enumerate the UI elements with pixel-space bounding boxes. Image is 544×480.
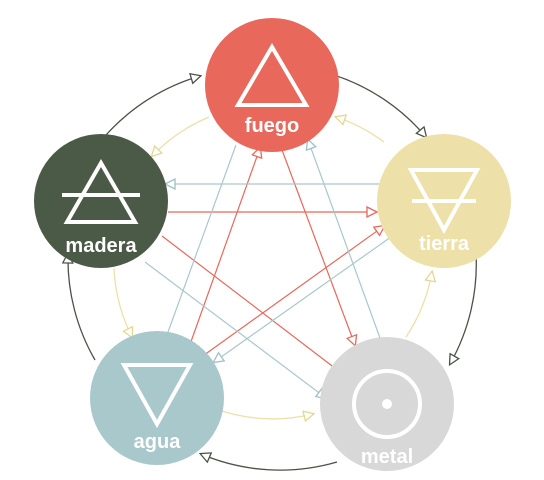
node-madera-label: madera	[65, 235, 137, 257]
node-fuego-circle	[205, 18, 339, 152]
edge-fuego-tierra	[333, 74, 426, 137]
node-agua-label: agua	[134, 431, 182, 453]
edge-metal-tierra	[405, 272, 432, 338]
water-triangle-icon	[120, 363, 194, 429]
controlling-blue-arrows	[144, 140, 399, 398]
edge-tierra-metal	[450, 252, 477, 364]
edge-madera-fuego	[105, 76, 200, 136]
edge-fuego-agua	[164, 144, 237, 343]
node-metal-label: metal	[361, 446, 413, 468]
node-tierra-label: tierra	[419, 233, 470, 255]
edge-madera-metal-blue	[144, 261, 326, 398]
wood-triangle-icon	[62, 158, 140, 224]
inner-generating-cycle	[113, 116, 432, 419]
edge-metal-fuego	[308, 140, 381, 339]
edge-madera-metal	[161, 235, 340, 372]
edge-tierra-agua	[214, 231, 399, 362]
edge-agua-madera	[68, 254, 96, 361]
node-fuego: fuego	[205, 18, 339, 152]
controlling-red-arrows	[161, 148, 384, 372]
edge-madera-agua	[113, 267, 132, 337]
node-metal: metal	[320, 337, 454, 471]
node-madera: madera	[34, 134, 168, 268]
outer-generating-cycle	[68, 74, 477, 471]
edge-fuego-madera	[152, 116, 210, 156]
edge-agua-metal	[221, 410, 313, 419]
edge-agua-tierra	[199, 226, 384, 359]
earth-triangle-icon	[407, 168, 481, 235]
node-agua: agua	[90, 331, 224, 465]
fire-triangle-icon	[234, 43, 310, 107]
edge-agua-fuego	[187, 148, 260, 351]
node-tierra: tierra	[377, 134, 511, 268]
edge-metal-agua	[201, 454, 338, 471]
edge-fuego-metal	[281, 149, 355, 345]
node-madera-circle	[34, 134, 168, 268]
edge-tierra-fuego	[336, 117, 385, 143]
metal-circle-icon	[352, 369, 422, 439]
node-fuego-label: fuego	[245, 115, 299, 137]
